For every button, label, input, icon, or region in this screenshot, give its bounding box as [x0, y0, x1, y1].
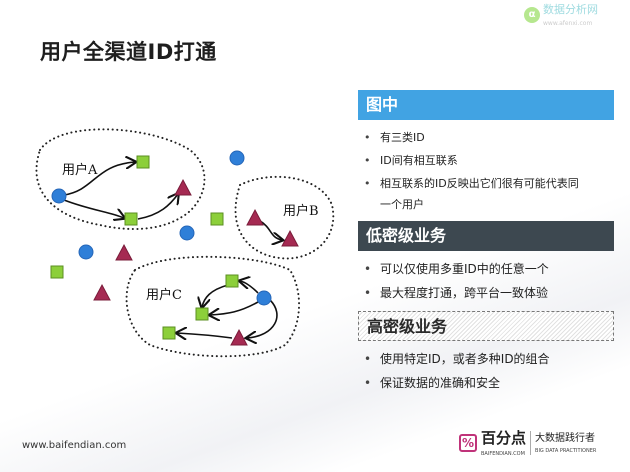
user-b-label: 用户B — [283, 203, 319, 219]
section-header-figure: 图中 — [358, 90, 614, 120]
link-arrow — [247, 299, 278, 338]
watermark-url: www.afenxi.com — [543, 20, 593, 27]
link-arrow — [63, 162, 135, 196]
link-arrow — [240, 281, 259, 294]
id-square — [136, 155, 150, 169]
id-triangle — [281, 229, 299, 247]
id-square — [50, 265, 64, 279]
id-circle — [51, 188, 67, 204]
bullet-line: 一个用户 — [380, 198, 424, 211]
user-a-label: 用户A — [62, 162, 98, 178]
bullet: ID间有相互联系 — [364, 149, 614, 172]
bullet: 保证数据的准确和安全 — [364, 371, 614, 395]
footer-url: www.baifendian.com — [22, 440, 127, 451]
section-header-high-security: 高密级业务 — [358, 311, 614, 341]
info-panel: 图中 有三类ID ID间有相互联系 相互联系的ID反映出它们很有可能代表同一个用… — [358, 90, 614, 401]
brand-slogan-sub: BIG DATA PRACTITIONER — [535, 448, 597, 454]
id-triangle — [115, 243, 133, 261]
id-square — [225, 274, 239, 288]
id-triangle — [93, 283, 111, 301]
user-a-region — [35, 128, 206, 231]
link-arrow — [137, 194, 178, 220]
watermark: α 数据分析网 www.afenxi.com — [524, 2, 598, 28]
link-arrow — [63, 199, 124, 218]
id-square — [162, 326, 176, 340]
bullet: 可以仅使用多重ID中的任意一个 — [364, 257, 614, 281]
afenxi-logo-icon: α — [524, 7, 540, 23]
id-triangle — [230, 328, 248, 346]
bullet: 最大程度打通，跨平台一致体验 — [364, 281, 614, 305]
section-header-low-security: 低密级业务 — [358, 221, 614, 251]
low-security-bullets: 可以仅使用多重ID中的任意一个 最大程度打通，跨平台一致体验 — [358, 251, 614, 311]
bullet: 有三类ID — [364, 126, 614, 149]
link-arrow — [202, 284, 229, 307]
id-circle — [256, 290, 272, 306]
id-circle — [229, 150, 245, 166]
user-c-region — [125, 255, 301, 358]
slide-title: 用户全渠道ID打通 — [40, 40, 217, 64]
id-triangle — [174, 178, 192, 196]
id-circle — [179, 225, 195, 241]
id-diagram: 用户A 用户B 用户C — [35, 128, 335, 358]
percent-logo-icon: % — [459, 434, 477, 452]
link-arrow — [177, 333, 233, 338]
brand-slogan: 大数据践行者 — [535, 433, 596, 444]
bullet-line: 相互联系的ID反映出它们很有可能代表同 — [380, 177, 579, 190]
id-square — [195, 307, 209, 321]
bullet: 使用特定ID，或者多种ID的组合 — [364, 347, 614, 371]
brand-logo: % 百分点 BAIFENDIAN.COM 大数据践行者 BIG DATA PRA… — [459, 428, 596, 458]
id-circle — [78, 244, 94, 260]
id-triangle — [246, 208, 264, 226]
link-arrow — [259, 220, 282, 240]
link-arrow — [210, 301, 259, 315]
brand-name: 百分点 — [481, 429, 527, 447]
brand-sub: BAIFENDIAN.COM — [481, 451, 525, 457]
id-square — [124, 212, 138, 226]
brand-slogan-block: 大数据践行者 BIG DATA PRACTITIONER — [530, 431, 596, 455]
id-square — [210, 212, 224, 226]
high-security-bullets: 使用特定ID，或者多种ID的组合 保证数据的准确和安全 — [358, 341, 614, 401]
user-c-label: 用户C — [146, 287, 182, 303]
user-b-region — [234, 175, 335, 260]
watermark-name: 数据分析网 — [543, 3, 598, 16]
